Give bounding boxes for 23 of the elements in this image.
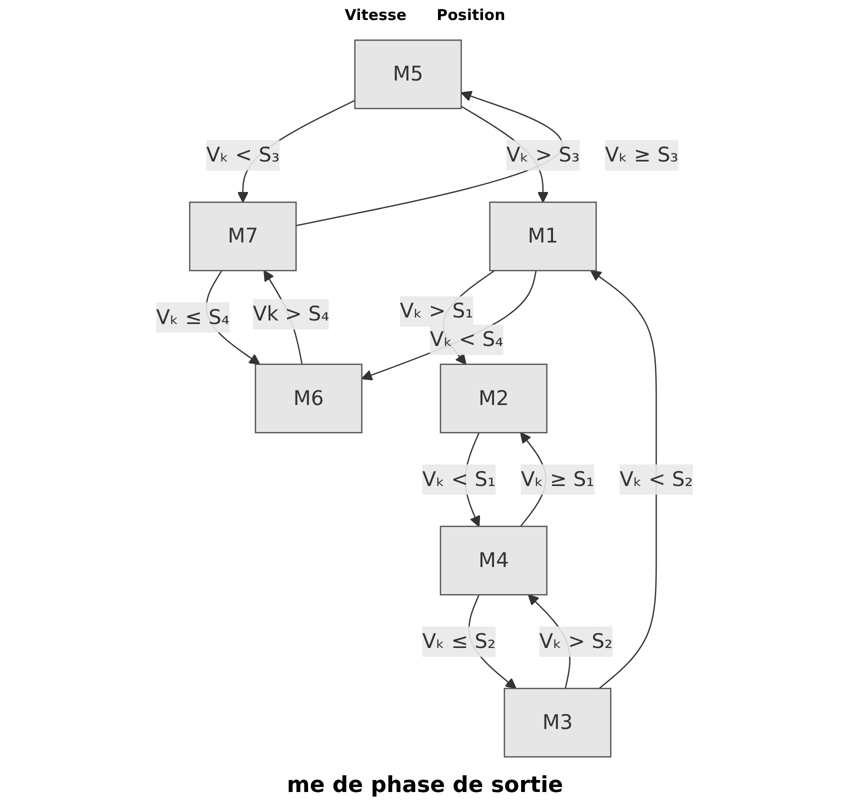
arrow bbox=[590, 270, 658, 689]
edge-label: Vₖ ≥ S₁ bbox=[521, 466, 595, 491]
node-box: M2 bbox=[440, 364, 548, 434]
node-box: M1 bbox=[490, 202, 598, 272]
edge-label: Vₖ < S₂ bbox=[620, 466, 694, 491]
edge-label: Vk > S₄ bbox=[253, 302, 330, 326]
node-box: M5 bbox=[354, 40, 462, 110]
node-box: M7 bbox=[190, 202, 298, 272]
node-box: M3 bbox=[504, 688, 612, 758]
node-box: M6 bbox=[255, 364, 363, 434]
edge-label: Vₖ ≤ S₄ bbox=[156, 304, 230, 329]
edge-label: Vₖ > S₂ bbox=[540, 628, 614, 654]
axis-label: Position bbox=[436, 6, 506, 24]
node-box: M4 bbox=[440, 526, 548, 596]
edge-label: Vₖ ≤ S₂ bbox=[422, 628, 496, 654]
caption: me de phase de sortie bbox=[286, 773, 564, 798]
edge-label: Vₖ < S₃ bbox=[206, 142, 280, 167]
edge-label: Vₖ > S₁ bbox=[400, 298, 474, 323]
edge-label: Vₖ > S₃ bbox=[506, 142, 580, 167]
axis-label: Vitesse bbox=[344, 6, 407, 24]
edge-label: Vₖ ≥ S₃ bbox=[605, 142, 679, 167]
edge-label: Vₖ < S₁ bbox=[422, 466, 496, 491]
edge-label: Vₖ < S₄ bbox=[430, 327, 504, 352]
